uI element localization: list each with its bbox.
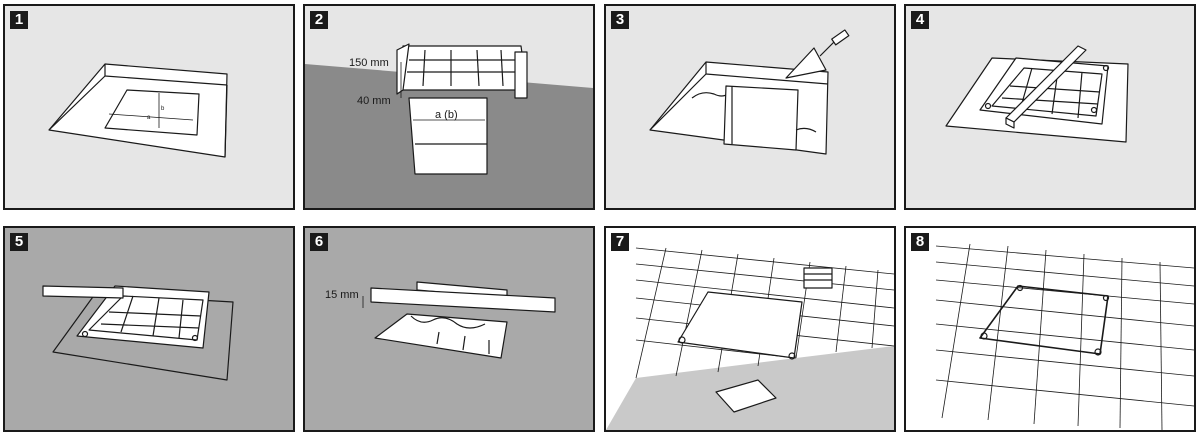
dimension-label-15mm: 15 mm [325, 289, 359, 301]
shaft [408, 97, 488, 175]
step-4-panel: 4 [904, 4, 1196, 210]
step-4-illustration [945, 45, 1129, 143]
step-5-illustration [42, 285, 234, 381]
dimension-label-a: a [147, 115, 151, 121]
step-1-illustration: a b [48, 63, 228, 158]
frame-top [400, 45, 528, 91]
tile-stack [803, 267, 833, 289]
step-8-panel: 8 [904, 226, 1196, 432]
step-number-badge: 6 [310, 233, 328, 251]
step-7-panel: 7 [604, 226, 896, 432]
step-7-illustration [606, 247, 894, 430]
step-number-badge: 8 [911, 233, 929, 251]
step-6-illustration: 15 mm [325, 281, 556, 359]
step-1-panel: 1 a b [3, 4, 295, 210]
shaft [723, 85, 799, 151]
step-6-panel: 6 15 mm [303, 226, 595, 432]
mortar-layer [691, 92, 729, 99]
pit-floor [104, 89, 200, 136]
frame-opening [677, 291, 803, 359]
step-2-illustration: 150 mm 40 mm a (b) [305, 43, 593, 208]
trowel-icon [785, 47, 827, 79]
frame [374, 313, 508, 359]
step-number-badge: 7 [611, 233, 629, 251]
loose-tile [715, 379, 777, 413]
step-5-panel: 5 [3, 226, 295, 432]
step-number-badge: 4 [911, 11, 929, 29]
level-beam [42, 285, 124, 299]
step-2-panel: 2 150 mm 40 mm a (b) [303, 4, 595, 210]
step-3-illustration [649, 29, 850, 155]
dimension-label-a-b: a (b) [435, 109, 458, 121]
step-number-badge: 3 [611, 11, 629, 29]
tile-grid [935, 243, 1194, 430]
step-number-badge: 5 [10, 233, 28, 251]
dimension-label-b: b [161, 106, 165, 112]
step-number-badge: 1 [10, 11, 28, 29]
dimension-label-150mm: 150 mm [349, 57, 389, 69]
level-beam [370, 287, 556, 313]
dimension-line-a [108, 113, 194, 121]
mortar-wave [410, 315, 486, 329]
step-8-illustration [935, 243, 1194, 430]
step-number-badge: 2 [310, 11, 328, 29]
dimension-label-40mm: 40 mm [357, 95, 391, 107]
step-3-panel: 3 [604, 4, 896, 210]
